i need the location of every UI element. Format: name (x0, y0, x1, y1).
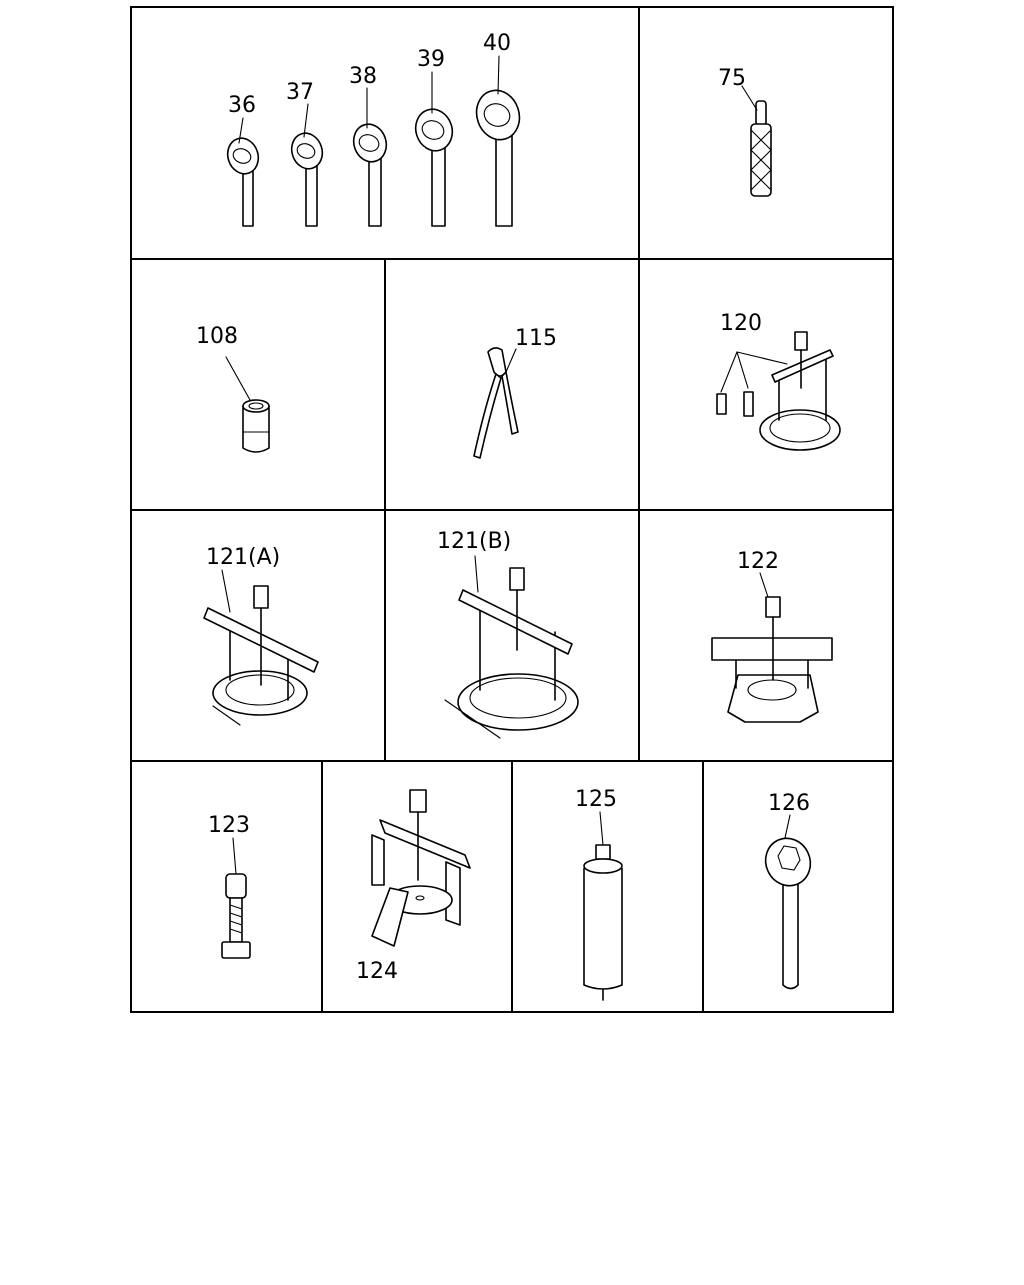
callout-124: 124 (356, 959, 398, 984)
callout-38: 38 (349, 64, 377, 89)
callout-75: 75 (718, 66, 746, 91)
callout-121a: 121(A) (206, 545, 280, 570)
puller-121a: 121(A) (203, 545, 319, 726)
puller-121b: 121(B) (437, 529, 579, 739)
pliers-115: 115 (473, 326, 557, 459)
callout-39: 39 (417, 47, 445, 72)
callout-123: 123 (208, 813, 250, 838)
puller-122: 122 (711, 549, 833, 723)
callout-125: 125 (575, 787, 617, 812)
callout-121b: 121(B) (437, 529, 511, 554)
cylinder-125: 125 (575, 787, 623, 1001)
diagram-grid (130, 6, 894, 1013)
socket-108: 108 (196, 324, 270, 453)
callout-115: 115 (515, 326, 557, 351)
wrench-36: 36 (226, 93, 260, 227)
bolt-123: 123 (208, 813, 251, 959)
wrench-37: 37 (286, 80, 324, 227)
wrench-38: 38 (349, 64, 388, 227)
callout-36: 36 (228, 93, 256, 118)
callout-108: 108 (196, 324, 238, 349)
callout-40: 40 (483, 31, 511, 56)
puller-124: 124 (356, 789, 471, 984)
callout-126: 126 (768, 791, 810, 816)
callout-120: 120 (720, 311, 762, 336)
wrench-40: 40 (475, 31, 521, 227)
callout-122: 122 (737, 549, 779, 574)
spanner-126: 126 (764, 791, 812, 990)
wrench-39: 39 (414, 47, 454, 227)
knurled-handle-75: 75 (718, 66, 772, 197)
callout-37: 37 (286, 80, 314, 105)
puller-120: 120 (716, 311, 841, 451)
